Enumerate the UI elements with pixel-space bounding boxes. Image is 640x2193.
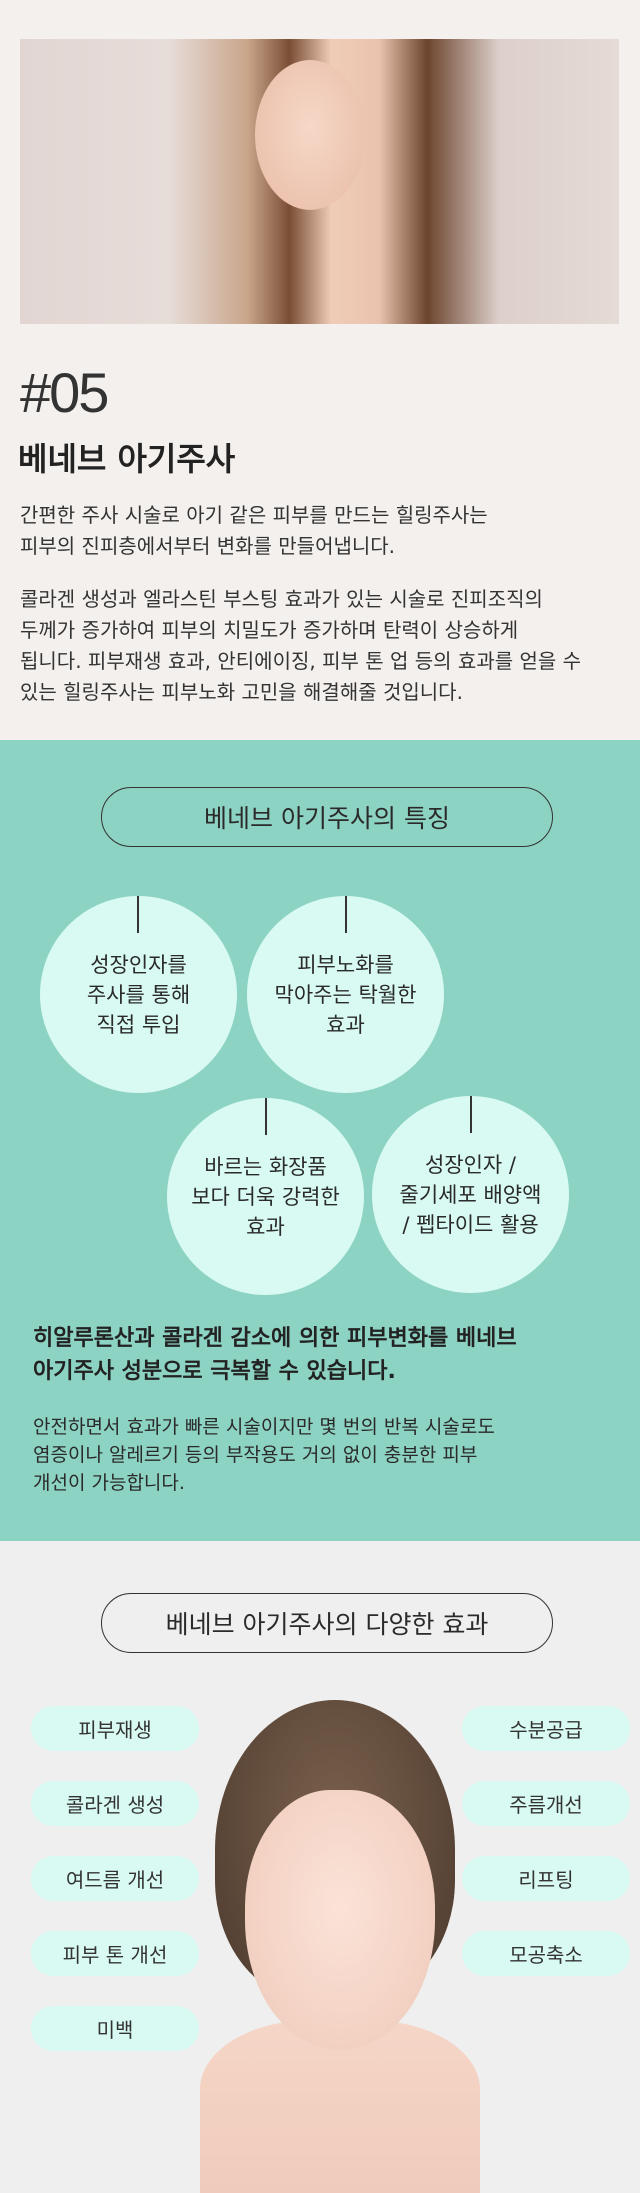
- features-description: 안전하면서 효과가 빠른 시술이지만 몇 번의 반복 시술로도 염증이나 알레르…: [33, 1413, 633, 1497]
- effect-tag: 여드름 개선: [31, 1856, 199, 1901]
- feature-circle: 바르는 화장품 보다 더욱 강력한 효과: [167, 1098, 364, 1295]
- intro-paragraph-1: 간편한 주사 시술로 아기 같은 피부를 만드는 힐링주사는 피부의 진피층에서…: [20, 500, 630, 562]
- text-line: 히알루론산과 콜라겐 감소에 의한 피부변화를 베네브: [33, 1326, 517, 1351]
- effects-heading: 베네브 아기주사의 다양한 효과: [101, 1593, 553, 1653]
- text-line: 두께가 증가하여 피부의 치밀도가 증가하며 탄력이 상승하게: [20, 618, 519, 642]
- model-photo-face: [245, 1790, 435, 2050]
- effect-tag: 콜라겐 생성: [31, 1781, 199, 1826]
- text-line: 아기주사 성분으로 극복할 수 있습니다.: [33, 1359, 396, 1384]
- text-line: 간편한 주사 시술로 아기 같은 피부를 만드는 힐링주사는: [20, 503, 488, 527]
- connector-line: [265, 1098, 267, 1135]
- effect-tag: 모공축소: [462, 1931, 630, 1976]
- effect-tag: 피부 톤 개선: [31, 1931, 199, 1976]
- text-line: 콜라겐 생성과 엘라스틴 부스팅 효과가 있는 시술로 진피조직의: [20, 587, 543, 611]
- intro-paragraph-2: 콜라겐 생성과 엘라스틴 부스팅 효과가 있는 시술로 진피조직의 두께가 증가…: [20, 584, 630, 708]
- text-line: 됩니다. 피부재생 효과, 안티에이징, 피부 톤 업 등의 효과를 얻을 수: [20, 649, 582, 673]
- effect-tag: 피부재생: [31, 1706, 199, 1751]
- feature-circle: 피부노화를 막아주는 탁월한 효과: [247, 896, 444, 1093]
- text-line: 있는 힐링주사는 피부노화 고민을 해결해줄 것입니다.: [20, 680, 463, 704]
- features-highlight: 히알루론산과 콜라겐 감소에 의한 피부변화를 베네브 아기주사 성분으로 극복…: [33, 1322, 633, 1388]
- section-number: #05: [20, 361, 109, 424]
- hero-photo-face: [255, 60, 365, 210]
- effect-tag: 주름개선: [462, 1781, 630, 1826]
- connector-line: [345, 896, 347, 933]
- feature-circle: 성장인자를 주사를 통해 직접 투입: [40, 896, 237, 1093]
- effect-tag: 리프팅: [462, 1856, 630, 1901]
- effect-tag: 미백: [31, 2006, 199, 2051]
- effect-tag: 수분공급: [462, 1706, 630, 1751]
- page-title: 베네브 아기주사: [18, 440, 236, 478]
- text-line: 염증이나 알레르기 등의 부작용도 거의 없이 충분한 피부: [33, 1444, 478, 1466]
- connector-line: [470, 1096, 472, 1133]
- text-line: 피부의 진피층에서부터 변화를 만들어냅니다.: [20, 534, 396, 558]
- text-line: 개선이 가능합니다.: [33, 1472, 185, 1494]
- intro-section: #05 베네브 아기주사 간편한 주사 시술로 아기 같은 피부를 만드는 힐링…: [0, 0, 640, 740]
- text-line: 안전하면서 효과가 빠른 시술이지만 몇 번의 반복 시술로도: [33, 1416, 495, 1438]
- connector-line: [137, 896, 139, 933]
- features-heading: 베네브 아기주사의 특징: [101, 787, 553, 847]
